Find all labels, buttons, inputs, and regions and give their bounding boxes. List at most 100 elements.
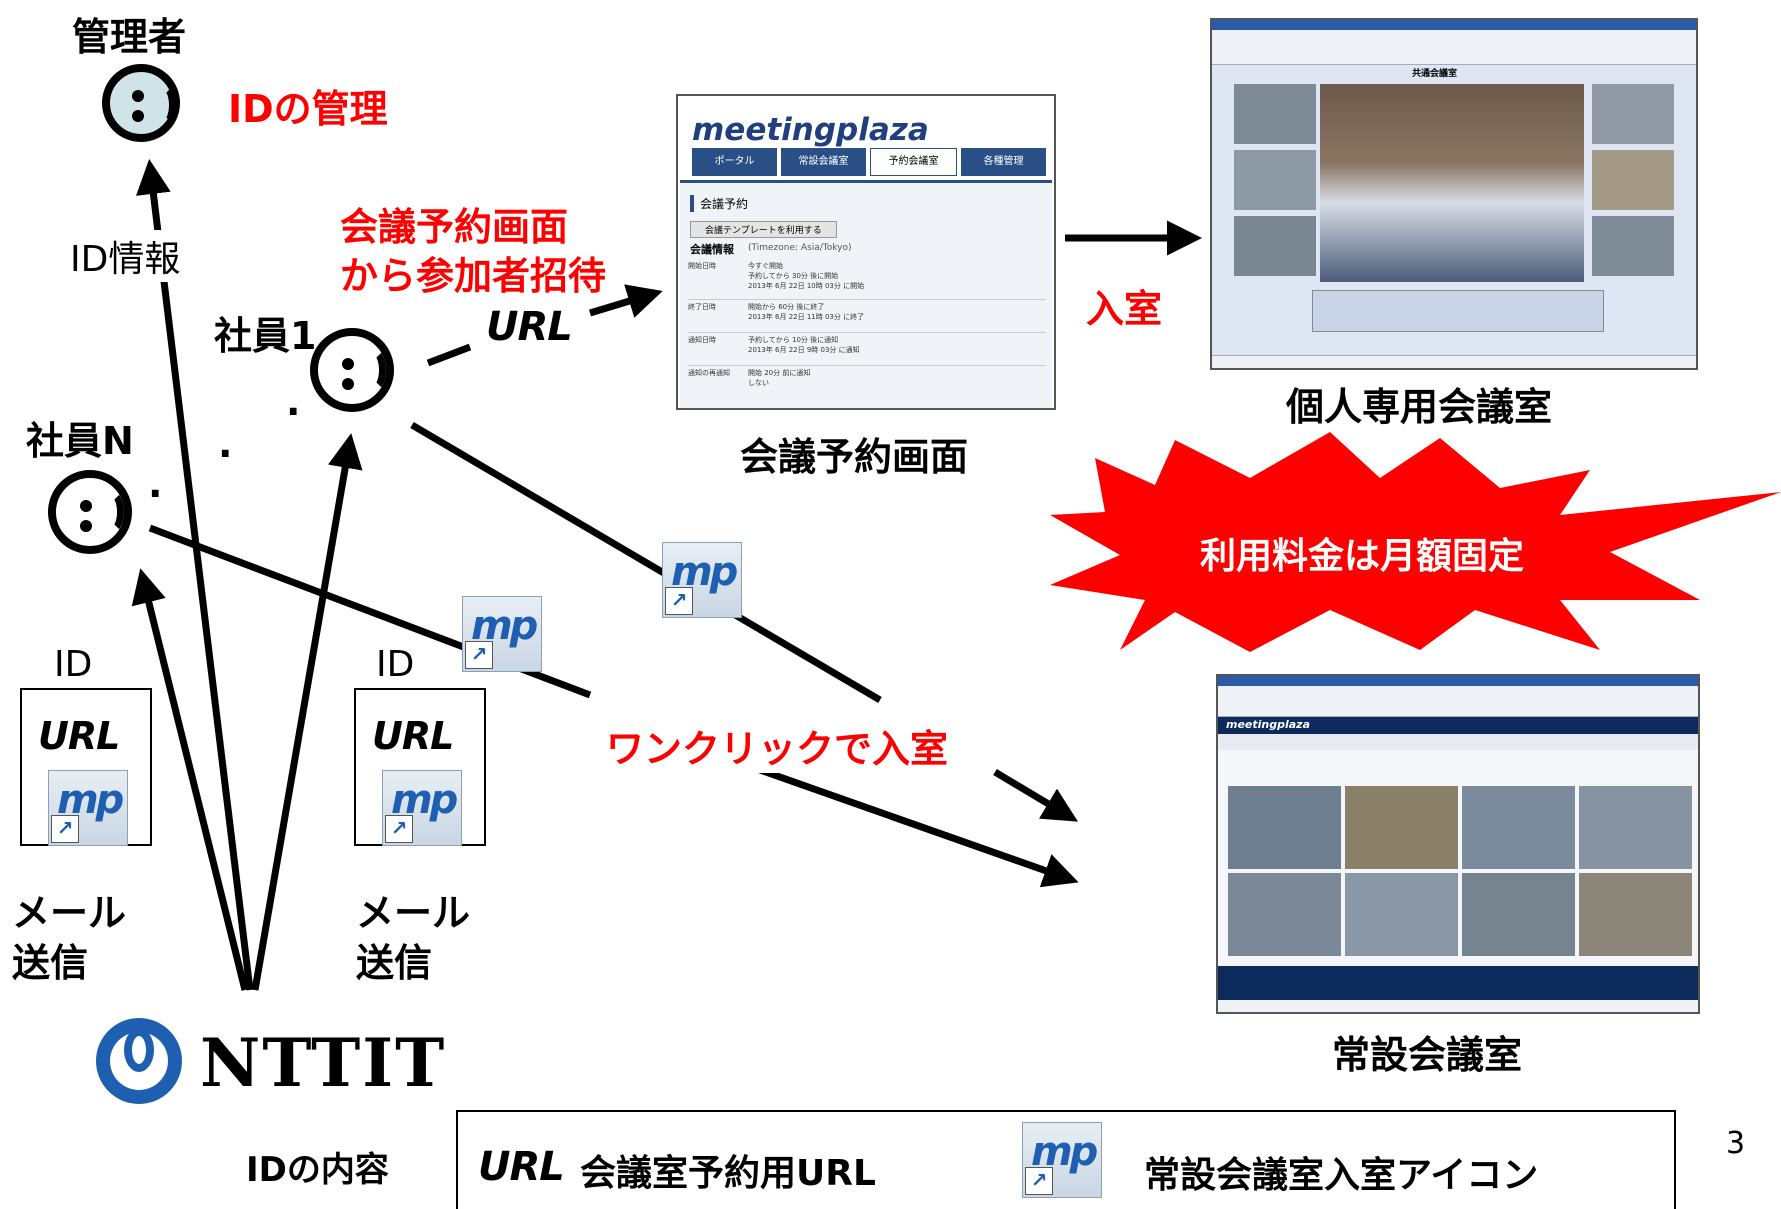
arrow-url-part2	[588, 284, 663, 318]
mp-arrow-icon-1: mp ↗	[662, 542, 742, 618]
fixed-fee-label: 利用料金は月額固定	[1200, 536, 1525, 577]
mail1-url: URL	[38, 714, 120, 758]
enter-label: 入室	[1086, 287, 1163, 331]
row-option[interactable]: 今すぐ開始	[748, 262, 783, 270]
mail2-line2: 送信	[356, 941, 433, 985]
video-tile	[1345, 786, 1458, 869]
eye	[342, 378, 354, 390]
template-button[interactable]: 会議テンプレートを利用する	[690, 221, 837, 238]
control-panel	[1312, 290, 1604, 332]
row-option[interactable]: 2013年 6月 22日 10時 03分 に開始	[748, 282, 865, 290]
eye	[342, 358, 354, 370]
timezone-label: (Timezone: Asia/Tokyo)	[748, 243, 852, 253]
mail1-id-label: ID	[54, 644, 93, 685]
browser-toolbar	[1218, 686, 1698, 717]
permanent-room-logo: meetingplaza	[1226, 718, 1311, 731]
row-options: 予約してから 10分 後に通知 2013年 6月 22日 9時 03分 に通知	[748, 335, 860, 363]
row-end: 終了日時 開始から 60分 後に終了 2013年 6月 22日 11時 03分 …	[688, 300, 1046, 333]
tab-portal[interactable]: ポータル	[692, 148, 777, 176]
permanent-room-caption: 常設会議室	[1332, 1033, 1523, 1077]
employeen-face-icon	[48, 470, 132, 554]
legend-box: URL 会議室予約用URL mp ↗ 常設会議室入室アイコン	[456, 1110, 1676, 1209]
row-option[interactable]: 2013年 6月 22日 11時 03分 に終了	[748, 313, 865, 321]
tab-permanent[interactable]: 常設会議室	[781, 148, 866, 176]
mp-arrow-icon-2: mp ↗	[462, 596, 542, 672]
mail1-mp-icon: mp ↗	[48, 770, 128, 846]
booking-tabs: ポータル 常設会議室 予約会議室 各種管理	[692, 148, 1046, 176]
video-right-2	[1592, 150, 1674, 210]
row-options: 開始から 60分 後に終了 2013年 6月 22日 11時 03分 に終了	[748, 302, 864, 330]
video-main	[1320, 84, 1584, 282]
id-info-label: ID情報	[70, 230, 181, 282]
row-label: 通知の再通知	[688, 369, 730, 377]
row-label: 通知日時	[688, 336, 716, 344]
row-option[interactable]: しない	[748, 379, 769, 387]
row-start: 開始日時 今すぐ開始 予約してから 30分 後に開始 2013年 6月 22日 …	[688, 259, 1046, 300]
video-tile	[1345, 873, 1458, 956]
eye	[132, 90, 144, 102]
invite-url-label: URL	[486, 304, 573, 350]
row-options: 開始 20分 前に通知 しない	[748, 368, 810, 392]
mouth	[98, 490, 124, 534]
video-grid	[1228, 786, 1692, 956]
page-number: 3	[1726, 1126, 1746, 1161]
tab-admin[interactable]: 各種管理	[961, 148, 1046, 176]
legend-mp-icon: mp ↗	[1022, 1122, 1102, 1198]
admin-label: 管理者	[72, 15, 187, 59]
window-titlebar	[1212, 20, 1696, 30]
mail2-line1: メール	[356, 891, 471, 935]
video-right-3	[1592, 216, 1674, 276]
shortcut-arrow-icon: ↗	[51, 815, 79, 843]
tab-reserved[interactable]: 予約会議室	[870, 148, 957, 176]
shortcut-arrow-icon: ↗	[665, 587, 693, 615]
video-left-1	[1234, 84, 1316, 144]
ellipsis-dot: .	[286, 380, 301, 424]
booking-caption: 会議予約画面	[740, 435, 969, 479]
personal-room-title: 共通会議室	[1412, 69, 1458, 79]
invite-line1: 会議予約画面	[340, 205, 569, 249]
mail2-id-box: URL mp ↗	[354, 688, 486, 846]
row-option[interactable]: 開始 20分 前に通知	[748, 369, 811, 377]
eye	[132, 110, 144, 122]
ellipsis-dot: .	[148, 462, 163, 506]
shortcut-arrow-icon: ↗	[465, 641, 493, 669]
video-tile	[1462, 786, 1575, 869]
row-option[interactable]: 予約してから 30分 後に開始	[748, 272, 839, 280]
row-option[interactable]: 予約してから 10分 後に通知	[748, 336, 839, 344]
one-click-label: ワンクリックで入室	[606, 718, 949, 773]
mail2-url: URL	[372, 714, 454, 758]
row-label: 終了日時	[688, 303, 716, 311]
browser-toolbar	[1212, 30, 1696, 65]
row-notify: 通知日時 予約してから 10分 後に通知 2013年 6月 22日 9時 03分…	[688, 333, 1046, 366]
row-renotify: 通知の再通知 開始 20分 前に通知 しない	[688, 366, 1046, 394]
arrow-emp1-to-room-a	[410, 421, 882, 704]
ntt-logo-icon	[96, 1018, 182, 1104]
row-option[interactable]: 2013年 6月 22日 9時 03分 に通知	[748, 346, 860, 354]
legend-icon-desc: 常設会議室入室アイコン	[1144, 1155, 1539, 1196]
mouth	[360, 348, 386, 392]
legend-url-desc: 会議室予約用URL	[580, 1153, 876, 1194]
mail2-id-label: ID	[376, 644, 415, 685]
employee1-face-icon	[310, 328, 394, 412]
video-tile	[1462, 873, 1575, 956]
arrow-ntt-to-employeen	[131, 568, 249, 991]
admin-face-icon	[102, 64, 180, 142]
arrow-url-part1	[426, 343, 472, 367]
ellipsis-dot: .	[218, 422, 233, 466]
row-label: 開始日時	[688, 262, 716, 270]
mail2-mp-icon: mp ↗	[382, 770, 462, 846]
shortcut-arrow-icon: ↗	[385, 815, 413, 843]
permanent-room-screen: meetingplaza	[1216, 674, 1700, 1014]
video-tile	[1579, 786, 1692, 869]
row-options: 今すぐ開始 予約してから 30分 後に開始 2013年 6月 22日 10時 0…	[748, 261, 864, 297]
video-tile	[1579, 873, 1692, 956]
employeen-label: 社員N	[26, 419, 134, 463]
video-left-2	[1234, 150, 1316, 210]
shortcut-arrow-icon: ↗	[1025, 1167, 1053, 1195]
id-management-label: IDの管理	[228, 87, 388, 131]
mail1-id-box: URL mp ↗	[20, 688, 152, 846]
row-option[interactable]: 開始から 60分 後に終了	[748, 303, 825, 311]
window-titlebar	[1218, 676, 1698, 686]
booking-heading: 会議予約	[690, 195, 748, 212]
video-tile	[1228, 873, 1341, 956]
